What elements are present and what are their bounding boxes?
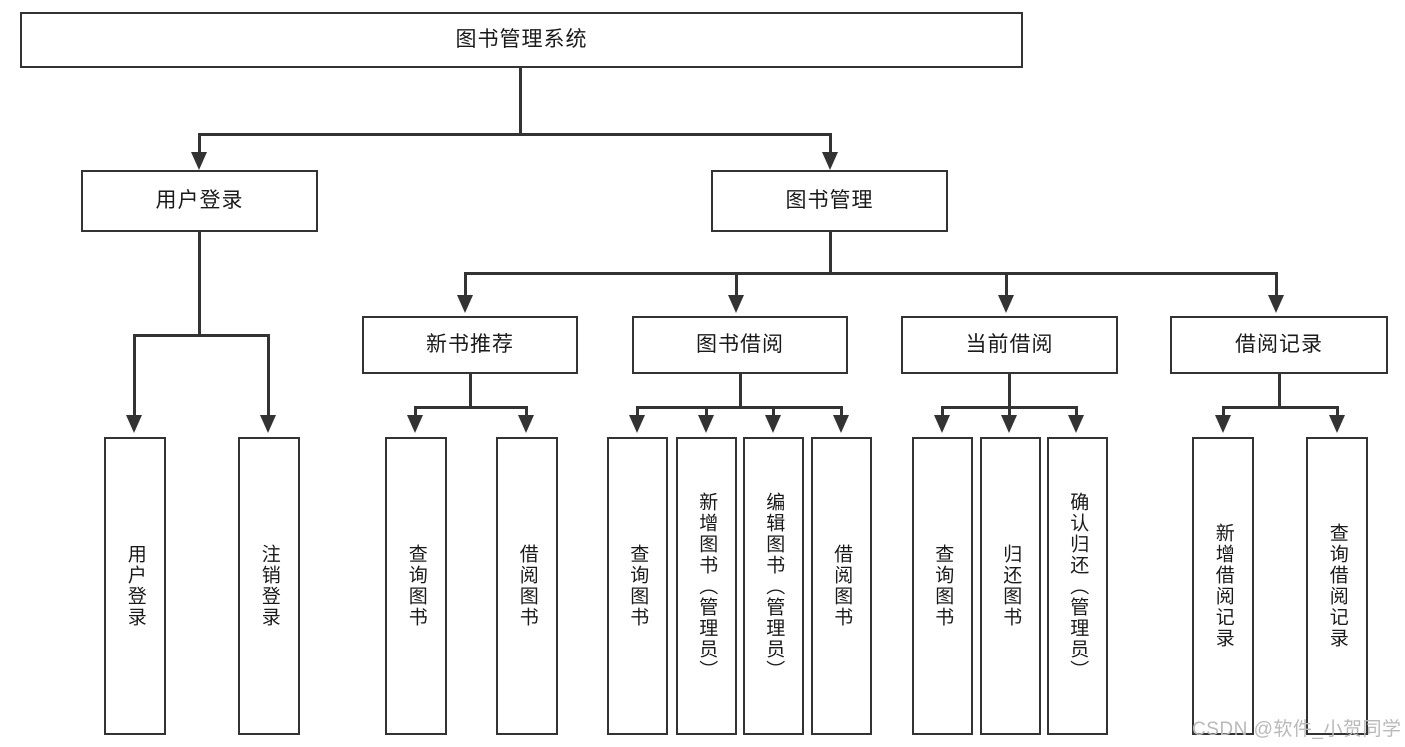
leaf-cb-return-book-label: 归还图书 bbox=[1000, 544, 1022, 628]
node-new-book-recommend[interactable]: 新书推荐 bbox=[362, 316, 578, 374]
leaf-cb-return-book[interactable]: 归还图书 bbox=[980, 437, 1041, 735]
edge-root-bus bbox=[198, 133, 832, 136]
arrowhead-leaf-br-query bbox=[1329, 415, 1345, 433]
node-book-borrow[interactable]: 图书借阅 bbox=[632, 316, 848, 374]
arrowhead-leaf-user-login bbox=[126, 415, 142, 433]
edge-borrow-record-stem bbox=[1278, 374, 1281, 408]
leaf-bb-borrow-book[interactable]: 借阅图书 bbox=[811, 437, 872, 735]
leaf-cb-query-book-label: 查询图书 bbox=[932, 544, 954, 628]
edge-borrow-record-bus bbox=[1222, 406, 1339, 409]
leaf-bb-query-book-label: 查询图书 bbox=[627, 544, 649, 628]
arrowhead-user-login bbox=[191, 152, 207, 170]
csdn-watermark: CSDN @软件_小贺同学 bbox=[1192, 719, 1402, 740]
leaf-cb-confirm-return-label: 确认归还（管理员） bbox=[1067, 491, 1089, 681]
edge-book-borrow-stem bbox=[739, 374, 742, 408]
arrowhead-leaf-cb-return bbox=[1001, 415, 1017, 433]
leaf-br-query-record[interactable]: 查询借阅记录 bbox=[1306, 437, 1368, 735]
edge-br-drop-2 bbox=[1336, 406, 1339, 419]
edge-book-mgmt-bus bbox=[464, 272, 1278, 275]
edge-user-login-drop-1 bbox=[133, 334, 136, 419]
leaf-br-add-record[interactable]: 新增借阅记录 bbox=[1192, 437, 1254, 735]
arrowhead-leaf-logout bbox=[260, 415, 276, 433]
arrowhead-leaf-bb-borrow bbox=[833, 415, 849, 433]
edge-root-to-book-mgmt bbox=[829, 133, 832, 157]
edge-bb-drop-3 bbox=[772, 406, 775, 419]
arrowhead-leaf-bb-add bbox=[698, 415, 714, 433]
edge-user-login-drop-2 bbox=[267, 334, 270, 419]
leaf-nb-borrow-book-label: 借阅图书 bbox=[516, 544, 538, 628]
leaf-nb-borrow-book[interactable]: 借阅图书 bbox=[496, 437, 558, 735]
arrowhead-book-mgmt bbox=[822, 152, 838, 170]
leaf-logout[interactable]: 注销登录 bbox=[238, 437, 300, 735]
edge-cb-drop-3 bbox=[1075, 406, 1078, 419]
edge-bb-drop-4 bbox=[840, 406, 843, 419]
arrowhead-leaf-nb-query bbox=[407, 415, 423, 433]
edge-user-login-stem bbox=[198, 232, 201, 336]
leaf-nb-query-book-label: 查询图书 bbox=[405, 544, 427, 628]
leaf-bb-add-book[interactable]: 新增图书（管理员） bbox=[676, 437, 737, 735]
edge-book-borrow-bus bbox=[636, 406, 843, 409]
arrowhead-current-borrow bbox=[998, 295, 1014, 313]
edge-new-book-bus bbox=[414, 406, 528, 409]
arrowhead-leaf-bb-query bbox=[629, 415, 645, 433]
leaf-bb-add-book-label: 新增图书（管理员） bbox=[696, 491, 718, 681]
arrowhead-leaf-nb-borrow bbox=[518, 415, 534, 433]
leaf-bb-query-book[interactable]: 查询图书 bbox=[607, 437, 668, 735]
edge-cb-drop-2 bbox=[1008, 406, 1011, 419]
leaf-user-login-label: 用户登录 bbox=[124, 544, 146, 628]
leaf-br-query-record-label: 查询借阅记录 bbox=[1326, 523, 1348, 649]
arrowhead-leaf-cb-query bbox=[934, 415, 950, 433]
edge-book-mgmt-drop-3 bbox=[1005, 272, 1008, 298]
edge-current-borrow-stem bbox=[1008, 374, 1011, 408]
leaf-cb-confirm-return[interactable]: 确认归还（管理员） bbox=[1047, 437, 1108, 735]
node-borrow-record[interactable]: 借阅记录 bbox=[1170, 316, 1388, 374]
edge-cb-drop-1 bbox=[941, 406, 944, 419]
edge-book-mgmt-drop-1 bbox=[464, 272, 467, 298]
leaf-cb-query-book[interactable]: 查询图书 bbox=[912, 437, 973, 735]
edge-bb-drop-2 bbox=[705, 406, 708, 419]
node-book-management[interactable]: 图书管理 bbox=[711, 170, 948, 232]
edge-bb-drop-1 bbox=[636, 406, 639, 419]
arrowhead-new-book-recommend bbox=[457, 295, 473, 313]
edge-br-drop-1 bbox=[1222, 406, 1225, 419]
arrowhead-leaf-bb-edit bbox=[765, 415, 781, 433]
edge-new-book-stem bbox=[469, 374, 472, 408]
node-user-login[interactable]: 用户登录 bbox=[81, 170, 318, 232]
edge-book-mgmt-drop-2 bbox=[735, 272, 738, 298]
leaf-logout-label: 注销登录 bbox=[258, 544, 280, 628]
edge-new-book-drop-2 bbox=[525, 406, 528, 419]
edge-user-login-bus bbox=[133, 334, 270, 337]
edge-book-mgmt-drop-4 bbox=[1275, 272, 1278, 298]
leaf-bb-edit-book[interactable]: 编辑图书（管理员） bbox=[743, 437, 804, 735]
leaf-nb-query-book[interactable]: 查询图书 bbox=[385, 437, 447, 735]
edge-root-to-user-login bbox=[198, 133, 201, 157]
leaf-br-add-record-label: 新增借阅记录 bbox=[1212, 523, 1234, 649]
edge-root-stem bbox=[519, 68, 522, 135]
node-root-system[interactable]: 图书管理系统 bbox=[20, 12, 1023, 68]
leaf-bb-edit-book-label: 编辑图书（管理员） bbox=[763, 491, 785, 681]
leaf-user-login[interactable]: 用户登录 bbox=[104, 437, 166, 735]
arrowhead-borrow-record bbox=[1268, 295, 1284, 313]
arrowhead-leaf-cb-confirm bbox=[1068, 415, 1084, 433]
arrowhead-leaf-br-add bbox=[1215, 415, 1231, 433]
leaf-bb-borrow-book-label: 借阅图书 bbox=[831, 544, 853, 628]
edge-new-book-drop-1 bbox=[414, 406, 417, 419]
arrowhead-book-borrow bbox=[728, 295, 744, 313]
edge-book-mgmt-stem bbox=[829, 232, 832, 274]
node-current-borrow[interactable]: 当前借阅 bbox=[901, 316, 1118, 374]
